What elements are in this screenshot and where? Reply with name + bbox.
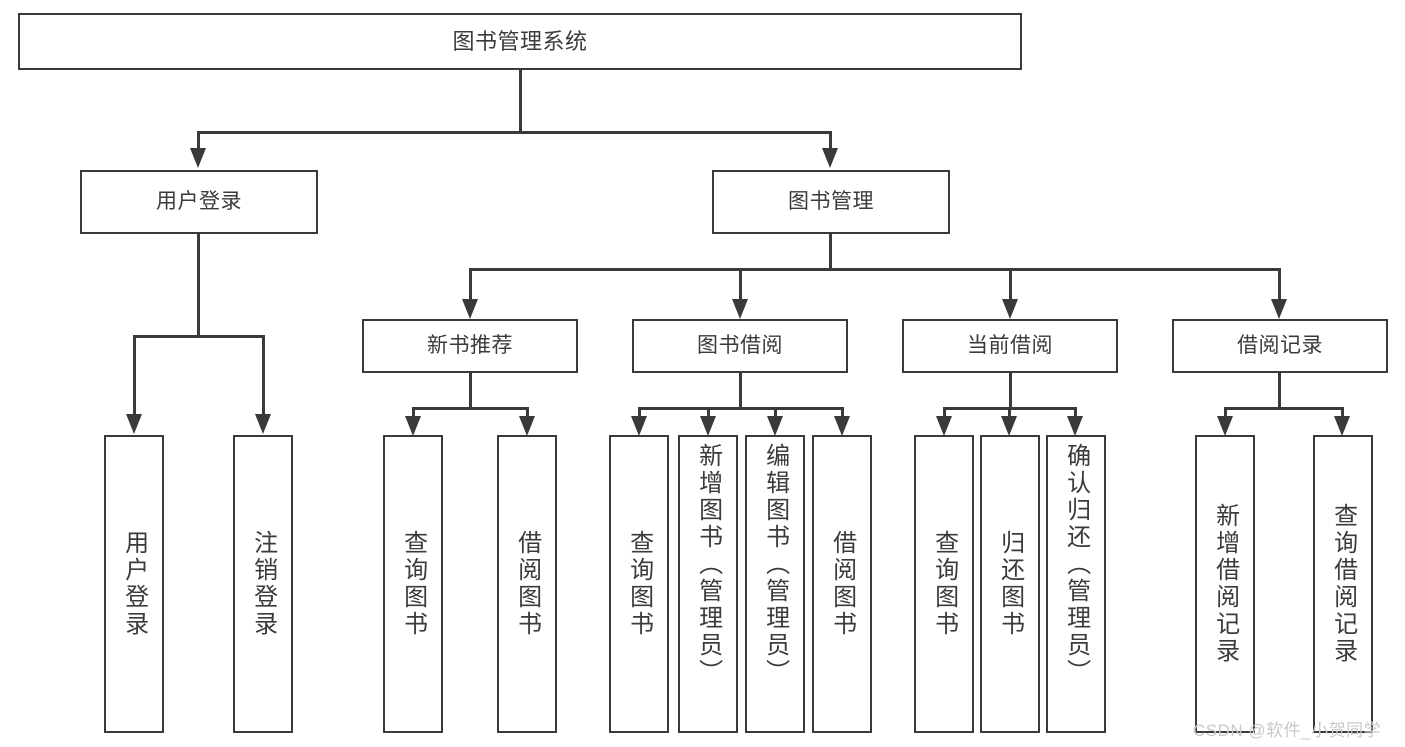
node-user-login[interactable]: 用户登录 <box>80 170 318 234</box>
arrowhead-new-book-recommend <box>462 299 478 319</box>
connector-br-drop-2 <box>1341 407 1344 419</box>
arrowhead-leaf-query-book-3 <box>936 416 952 436</box>
arrowhead-leaf-edit-book <box>767 416 783 436</box>
leaf-confirm-return[interactable]: 确认归还（管理员） <box>1046 435 1106 733</box>
connector-root-bus <box>197 131 831 134</box>
connector-nbr-drop-1 <box>412 407 415 419</box>
node-borrow-record[interactable]: 借阅记录 <box>1172 319 1388 373</box>
node-new-book-recommend[interactable]: 新书推荐 <box>362 319 578 373</box>
connector-bb-drop-4 <box>841 407 844 419</box>
leaf-logout[interactable]: 注销登录 <box>233 435 293 733</box>
connector-bb-drop-1 <box>638 407 641 419</box>
leaf-label: 新增借阅记录 <box>1211 503 1239 665</box>
arrowhead-leaf-query-book-1 <box>405 416 421 436</box>
leaf-label: 借阅图书 <box>513 530 541 638</box>
leaf-query-book-1[interactable]: 查询图书 <box>383 435 443 733</box>
arrowhead-current-borrow <box>1002 299 1018 319</box>
node-label: 图书管理系统 <box>452 28 588 54</box>
arrowhead-leaf-add-record <box>1217 416 1233 436</box>
arrowhead-user-login <box>190 148 206 168</box>
connector-nbr-bus <box>412 407 529 410</box>
connector-user-login-drop-1 <box>133 335 136 417</box>
node-label: 图书管理 <box>788 189 874 213</box>
connector-bb-stem <box>739 373 742 409</box>
connector-nbr-drop-2 <box>526 407 529 419</box>
connector-root-to-user-login <box>197 131 200 151</box>
leaf-label: 编辑图书（管理员） <box>761 443 789 686</box>
arrowhead-book-management <box>822 148 838 168</box>
connector-br-stem <box>1278 373 1281 409</box>
leaf-label: 查询图书 <box>625 530 653 638</box>
arrowhead-leaf-add-book <box>700 416 716 436</box>
leaf-label: 查询图书 <box>930 530 958 638</box>
leaf-borrow-book-2[interactable]: 借阅图书 <box>812 435 872 733</box>
arrowhead-leaf-logout <box>255 414 271 434</box>
connector-bm-drop-1 <box>469 268 472 301</box>
node-book-management[interactable]: 图书管理 <box>712 170 950 234</box>
arrowhead-borrow-record <box>1271 299 1287 319</box>
leaf-return-book[interactable]: 归还图书 <box>980 435 1040 733</box>
connector-root-to-book-management <box>829 131 832 151</box>
csdn-watermark: CSDN @软件_小贺同学 <box>1193 721 1382 740</box>
leaf-label: 查询图书 <box>399 530 427 638</box>
connector-root-stem <box>519 70 522 133</box>
node-label: 新书推荐 <box>427 333 513 357</box>
connector-cb-stem <box>1009 373 1012 409</box>
leaf-label: 注销登录 <box>249 530 277 638</box>
arrowhead-leaf-user-login <box>126 414 142 434</box>
node-book-borrow[interactable]: 图书借阅 <box>632 319 848 373</box>
connector-bb-drop-3 <box>774 407 777 419</box>
leaf-query-book-3[interactable]: 查询图书 <box>914 435 974 733</box>
leaf-borrow-book-1[interactable]: 借阅图书 <box>497 435 557 733</box>
leaf-label: 确认归还（管理员） <box>1062 443 1090 686</box>
connector-br-drop-1 <box>1224 407 1227 419</box>
connector-user-login-drop-2 <box>262 335 265 417</box>
connector-user-login-stem <box>197 234 200 337</box>
connector-user-login-bus <box>133 335 264 338</box>
arrowhead-book-borrow <box>732 299 748 319</box>
leaf-add-record[interactable]: 新增借阅记录 <box>1195 435 1255 733</box>
connector-book-management-bus <box>469 268 1280 271</box>
arrowhead-leaf-query-book-2 <box>631 416 647 436</box>
connector-bm-drop-4 <box>1278 268 1281 301</box>
node-label: 图书借阅 <box>697 333 783 357</box>
node-label: 当前借阅 <box>967 333 1053 357</box>
arrowhead-leaf-borrow-book-2 <box>834 416 850 436</box>
connector-cb-drop-2 <box>1008 407 1011 419</box>
leaf-label: 归还图书 <box>996 530 1024 638</box>
leaf-add-book[interactable]: 新增图书（管理员） <box>678 435 738 733</box>
arrowhead-leaf-borrow-book-1 <box>519 416 535 436</box>
leaf-query-book-2[interactable]: 查询图书 <box>609 435 669 733</box>
arrowhead-leaf-return-book <box>1001 416 1017 436</box>
connector-bb-drop-2 <box>707 407 710 419</box>
node-current-borrow[interactable]: 当前借阅 <box>902 319 1118 373</box>
leaf-label: 用户登录 <box>120 530 148 638</box>
connector-bm-drop-3 <box>1009 268 1012 301</box>
node-label: 借阅记录 <box>1237 333 1323 357</box>
node-root-system[interactable]: 图书管理系统 <box>18 13 1022 70</box>
arrowhead-leaf-confirm-return <box>1067 416 1083 436</box>
leaf-edit-book[interactable]: 编辑图书（管理员） <box>745 435 805 733</box>
connector-nbr-stem <box>469 373 472 409</box>
connector-cb-drop-1 <box>943 407 946 419</box>
leaf-label: 新增图书（管理员） <box>694 443 722 686</box>
connector-book-management-stem <box>829 234 832 270</box>
connector-bb-bus <box>638 407 843 410</box>
leaf-query-record[interactable]: 查询借阅记录 <box>1313 435 1373 733</box>
leaf-label: 查询借阅记录 <box>1329 503 1357 665</box>
leaf-user-login[interactable]: 用户登录 <box>104 435 164 733</box>
connector-bm-drop-2 <box>739 268 742 301</box>
node-label: 用户登录 <box>156 189 242 213</box>
connector-cb-drop-3 <box>1074 407 1077 419</box>
leaf-label: 借阅图书 <box>828 530 856 638</box>
arrowhead-leaf-query-record <box>1334 416 1350 436</box>
connector-br-bus <box>1224 407 1343 410</box>
